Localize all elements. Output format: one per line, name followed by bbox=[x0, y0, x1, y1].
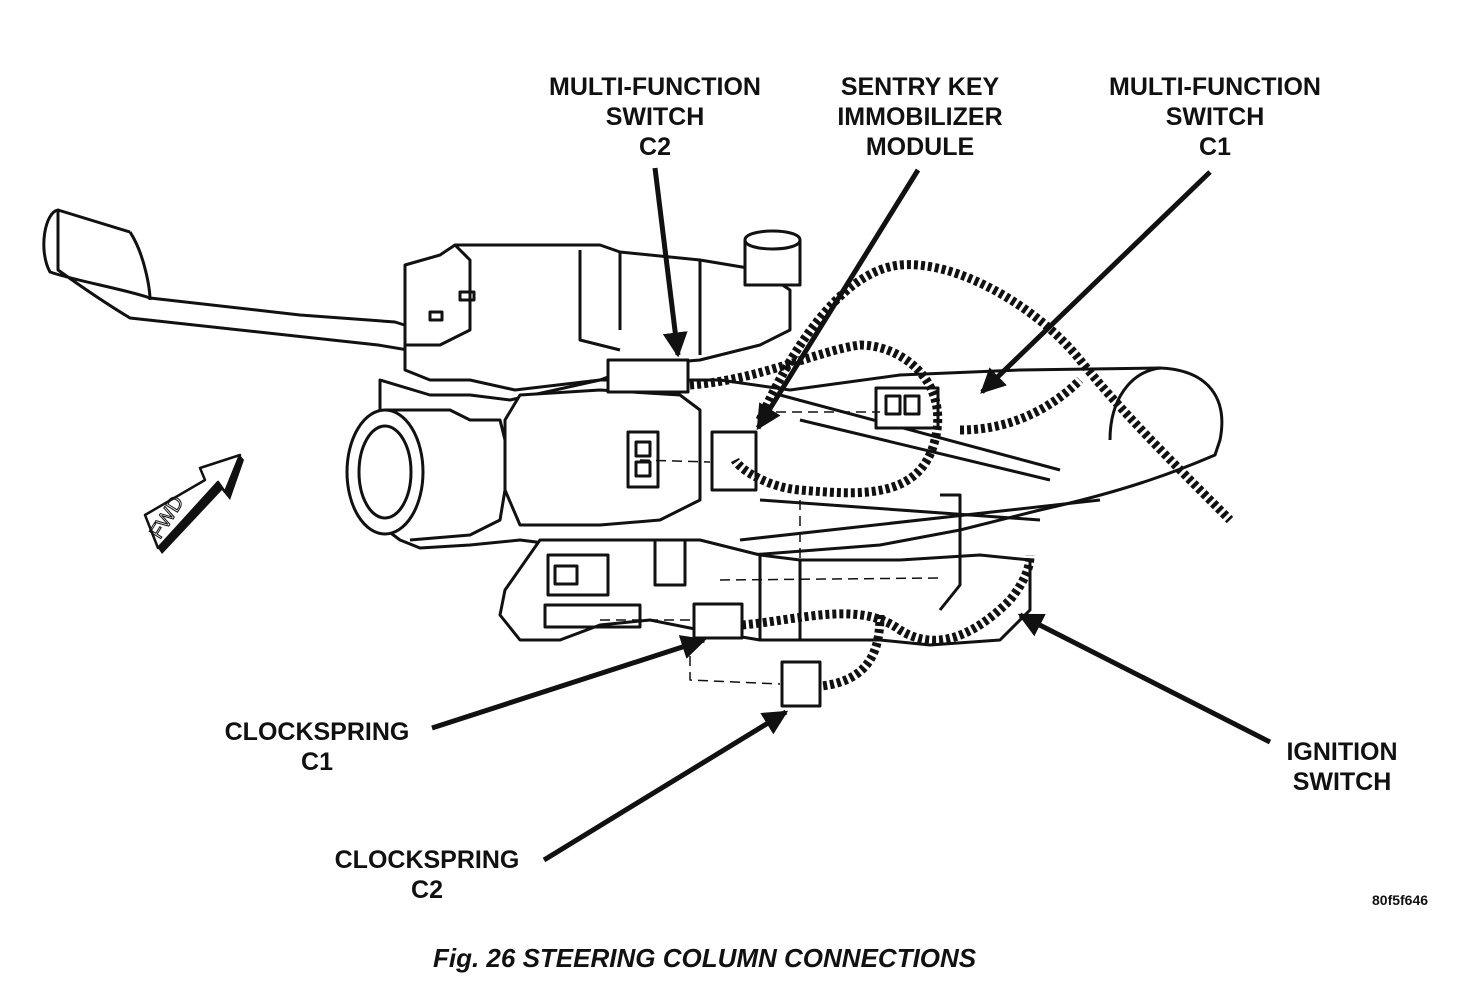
arrow-ignition bbox=[1017, 612, 1272, 745]
multi-function-switch-housing bbox=[403, 243, 792, 392]
label-line: C1 bbox=[1199, 133, 1231, 161]
arrow-sentry bbox=[755, 168, 921, 431]
label-line: C2 bbox=[411, 876, 443, 904]
arrow-mfs-c2 bbox=[652, 167, 688, 358]
column-body bbox=[42, 208, 1234, 708]
arrow-clockspring-c1 bbox=[431, 635, 707, 731]
label-multi-function-switch-c2: MULTI-FUNCTION SWITCH C2 bbox=[525, 72, 785, 162]
label-line: SWITCH bbox=[1165, 103, 1265, 131]
clockspring-c1-connector bbox=[692, 602, 744, 640]
label-line: CLOCKSPRING bbox=[224, 718, 410, 746]
arrow-clockspring-c2 bbox=[542, 709, 789, 863]
label-line: C1 bbox=[301, 748, 333, 776]
label-line: MULTI-FUNCTION bbox=[549, 73, 761, 101]
label-multi-function-switch-c1: MULTI-FUNCTION SWITCH C1 bbox=[1085, 72, 1345, 162]
leader-arrows bbox=[431, 167, 1272, 863]
immobilizer-body bbox=[503, 388, 702, 527]
label-line: MULTI-FUNCTION bbox=[1109, 73, 1321, 101]
clockspring-c2-connector bbox=[780, 660, 822, 708]
label-line: IMMOBILIZER bbox=[837, 103, 1003, 131]
label-line: IGNITION bbox=[1286, 738, 1398, 766]
label-sentry-key-immobilizer-module: SENTRY KEY IMMOBILIZER MODULE bbox=[800, 72, 1040, 162]
wire-harness-main bbox=[755, 260, 1234, 524]
label-line: MODULE bbox=[865, 133, 975, 161]
figure-code: 80f5f646 bbox=[1372, 892, 1429, 908]
label-ignition-switch: IGNITION SWITCH bbox=[1262, 737, 1422, 797]
label-clockspring-c2: CLOCKSPRING C2 bbox=[315, 845, 539, 905]
label-line: SENTRY KEY bbox=[840, 73, 1000, 101]
turn-signal-stalk bbox=[42, 208, 427, 354]
mfs-c2-connector bbox=[606, 358, 690, 394]
label-line: SWITCH bbox=[1292, 768, 1392, 796]
label-line: C2 bbox=[639, 133, 671, 161]
label-line: SWITCH bbox=[605, 103, 705, 131]
figure-caption: Fig. 26 STEERING COLUMN CONNECTIONS bbox=[433, 943, 977, 973]
label-line: CLOCKSPRING bbox=[334, 846, 520, 874]
arrow-mfs-c1 bbox=[980, 170, 1212, 394]
fwd-arrow-icon bbox=[143, 453, 244, 554]
label-clockspring-c1: CLOCKSPRING C1 bbox=[205, 717, 429, 777]
